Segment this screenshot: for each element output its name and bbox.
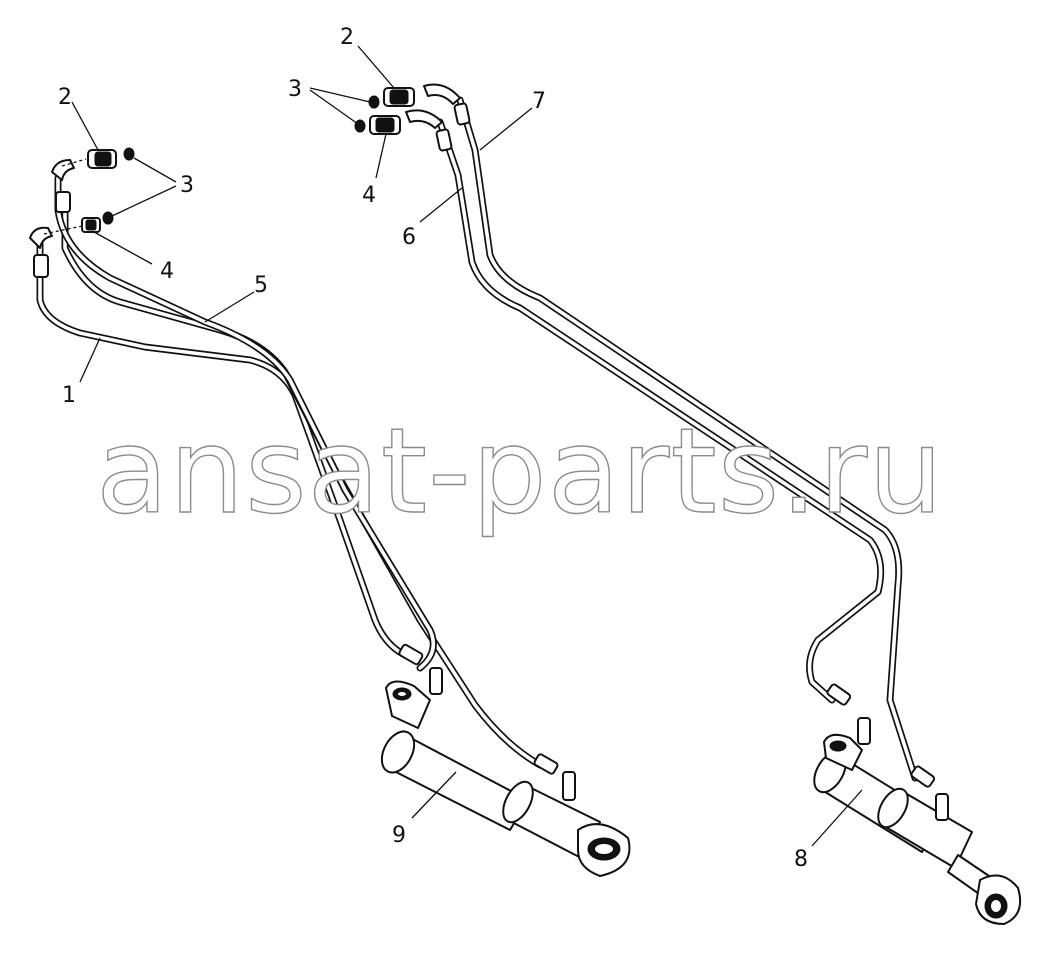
fitting-elbow-right-lower bbox=[405, 109, 453, 152]
hydraulic-cylinder-8 bbox=[813, 683, 1022, 925]
fitting-elbow-left-lower bbox=[29, 226, 53, 278]
seal-ring-3-left-b bbox=[102, 211, 114, 225]
hose-5 bbox=[54, 174, 437, 672]
seal-ring-3-right-a bbox=[368, 95, 380, 109]
hose-7 bbox=[456, 96, 919, 782]
callout-5: 5 bbox=[254, 273, 268, 298]
seal-ring-3-left-a bbox=[123, 147, 135, 161]
callout-2-right: 2 bbox=[340, 25, 354, 50]
adapter-4-left bbox=[81, 217, 101, 233]
callout-8: 8 bbox=[794, 847, 808, 872]
fitting-elbow-left-upper bbox=[51, 159, 75, 213]
callout-4-left: 4 bbox=[160, 259, 174, 284]
callout-6: 6 bbox=[402, 225, 416, 250]
adapter-2-right bbox=[383, 87, 415, 107]
adapter-4-right bbox=[369, 115, 401, 135]
callout-7: 7 bbox=[532, 89, 546, 114]
callout-3-right: 3 bbox=[288, 77, 302, 102]
hose-6 bbox=[436, 118, 885, 704]
hydraulic-cylinder-9 bbox=[380, 643, 631, 877]
callout-1: 1 bbox=[62, 383, 76, 408]
callout-3-left: 3 bbox=[180, 173, 194, 198]
adapter-2-left bbox=[87, 149, 117, 169]
watermark-text: ansat-parts.ru bbox=[96, 402, 944, 540]
callout-2-left: 2 bbox=[58, 85, 72, 110]
fitting-elbow-right-upper bbox=[423, 83, 471, 126]
seal-ring-3-right-b bbox=[354, 119, 366, 133]
callout-9: 9 bbox=[392, 823, 406, 848]
hose-1 bbox=[36, 236, 409, 659]
callout-4-right: 4 bbox=[362, 183, 376, 208]
